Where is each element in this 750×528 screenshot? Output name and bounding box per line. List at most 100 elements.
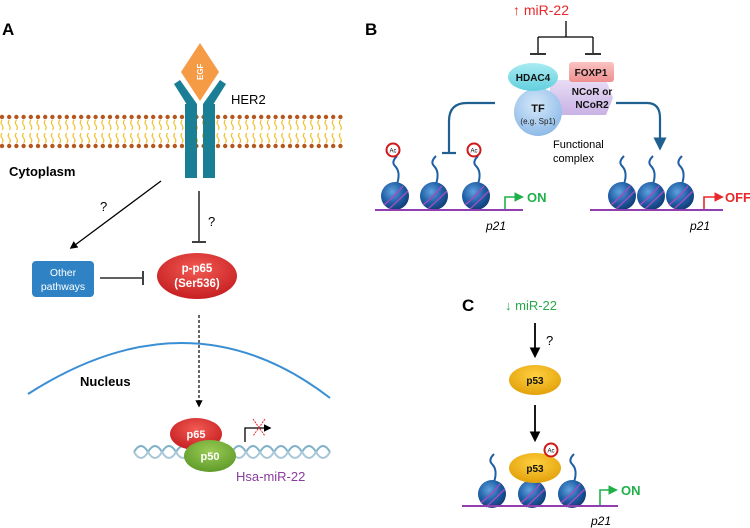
lipid-head bbox=[28, 114, 33, 120]
pp65-label-2: (Ser536) bbox=[174, 278, 220, 290]
state-on-label-b: ON bbox=[527, 190, 547, 205]
lipid-head bbox=[302, 114, 307, 120]
lipid-tail bbox=[288, 119, 292, 131]
lipid-head bbox=[172, 114, 177, 120]
dna-wrap bbox=[383, 185, 404, 206]
nucleosome bbox=[666, 155, 694, 210]
dna-wrap bbox=[427, 190, 448, 210]
lipid-head bbox=[71, 114, 77, 120]
lipid-head bbox=[143, 114, 149, 120]
dna-wrap bbox=[673, 190, 694, 210]
cell-membrane bbox=[0, 114, 343, 149]
lipid-head bbox=[57, 143, 62, 149]
lipid-head bbox=[230, 143, 235, 149]
lipid-tail bbox=[144, 132, 148, 144]
lipid-tail bbox=[238, 119, 242, 131]
lipid-tail bbox=[317, 119, 321, 131]
lipid-head bbox=[323, 114, 329, 120]
lipid-head bbox=[28, 143, 33, 149]
lipid-head bbox=[215, 114, 221, 120]
lipid-head bbox=[179, 114, 185, 120]
nucleosome bbox=[420, 155, 448, 210]
tf-node: TF (e.g. Sp1) bbox=[514, 88, 562, 136]
lipid-head bbox=[287, 114, 293, 120]
lipid-head bbox=[302, 143, 307, 149]
lipid-tail bbox=[43, 132, 47, 144]
transcription-start-arrow-off bbox=[703, 192, 724, 209]
lipid-head bbox=[295, 143, 300, 149]
lipid-head bbox=[331, 143, 336, 149]
transcription-start-arrow-c bbox=[599, 485, 618, 505]
lipid-tail bbox=[137, 132, 141, 144]
lipid-head bbox=[158, 114, 163, 120]
lipid-head bbox=[0, 143, 5, 149]
p53-label-top: p53 bbox=[526, 376, 544, 387]
lipid-head bbox=[165, 114, 170, 120]
lipid-head bbox=[338, 143, 343, 149]
functional-complex-label-2: complex bbox=[553, 153, 594, 165]
histone-tail bbox=[648, 155, 656, 185]
panel-a: A EGF HER2 Cytoplasm ? ? Other pathways bbox=[0, 20, 343, 484]
p65-label: p65 bbox=[187, 429, 206, 441]
state-on-label-c: ON bbox=[621, 483, 641, 498]
lipid-head bbox=[215, 143, 221, 149]
lipid-tail bbox=[302, 119, 306, 131]
pp65-node: p-p65 (Ser536) bbox=[157, 253, 237, 299]
lipid-tail bbox=[115, 119, 119, 131]
lipid-tail bbox=[151, 132, 155, 144]
hdac4-label: HDAC4 bbox=[516, 73, 551, 84]
lipid-tail bbox=[216, 132, 220, 144]
lipid-tail bbox=[0, 132, 4, 144]
ncor-node: NCoR or NCoR2 bbox=[550, 80, 613, 115]
lipid-head bbox=[143, 143, 149, 149]
histone-tail bbox=[392, 155, 400, 185]
lipid-head bbox=[115, 143, 120, 149]
lipid-tail bbox=[324, 132, 328, 144]
p53-node-top: p53 bbox=[509, 365, 561, 395]
histone-tail bbox=[431, 155, 439, 185]
lipid-head bbox=[7, 143, 12, 149]
lipid-tail bbox=[50, 119, 54, 131]
lipid-tail bbox=[252, 132, 256, 144]
her2-receptor bbox=[174, 80, 226, 178]
lipid-tail bbox=[331, 132, 335, 144]
lipid-head bbox=[43, 114, 48, 120]
dna-wrap bbox=[480, 483, 501, 504]
lipid-tail bbox=[7, 132, 11, 144]
lipid-head bbox=[64, 143, 70, 149]
lipid-head bbox=[266, 114, 271, 120]
lipid-head bbox=[93, 114, 98, 120]
complex-inhibits-acetylation-path bbox=[447, 101, 495, 152]
lipid-head bbox=[244, 114, 249, 120]
lipid-head bbox=[273, 114, 278, 120]
lipid-head bbox=[86, 143, 91, 149]
gene-label-mir22: Hsa-miR-22 bbox=[236, 469, 305, 484]
egf-ligand: EGF bbox=[181, 43, 219, 101]
panel-c: C ↓ miR-22 ? p53 p53 Ac ON p21 bbox=[462, 296, 641, 528]
lipid-head bbox=[323, 143, 329, 149]
lipid-tail bbox=[65, 132, 69, 144]
lipid-tail bbox=[79, 119, 83, 131]
lipid-tail bbox=[259, 132, 263, 144]
question-mark-left: ? bbox=[100, 199, 107, 214]
lipid-head bbox=[21, 143, 26, 149]
lipid-head bbox=[244, 143, 249, 149]
lipid-head bbox=[230, 114, 235, 120]
dna-wrap bbox=[668, 185, 689, 206]
lipid-tail bbox=[166, 119, 170, 131]
p50-node: p50 bbox=[184, 440, 236, 472]
lipid-head bbox=[43, 143, 48, 149]
lipid-tail bbox=[101, 119, 105, 131]
lipid-head bbox=[172, 143, 177, 149]
lipid-tail bbox=[22, 132, 26, 144]
lipid-head bbox=[7, 114, 12, 120]
acetyl-label: Ac bbox=[470, 149, 477, 155]
lipid-tail bbox=[166, 132, 170, 144]
lipid-head bbox=[64, 114, 70, 120]
panel-b: B ↑ miR-22 NCoR or NCoR2 FOXP1 TF (e.g. … bbox=[365, 2, 750, 233]
lipid-tail bbox=[252, 119, 256, 131]
lipid-tail bbox=[72, 119, 76, 131]
lipid-head bbox=[129, 114, 134, 120]
lipid-tail bbox=[144, 119, 148, 131]
